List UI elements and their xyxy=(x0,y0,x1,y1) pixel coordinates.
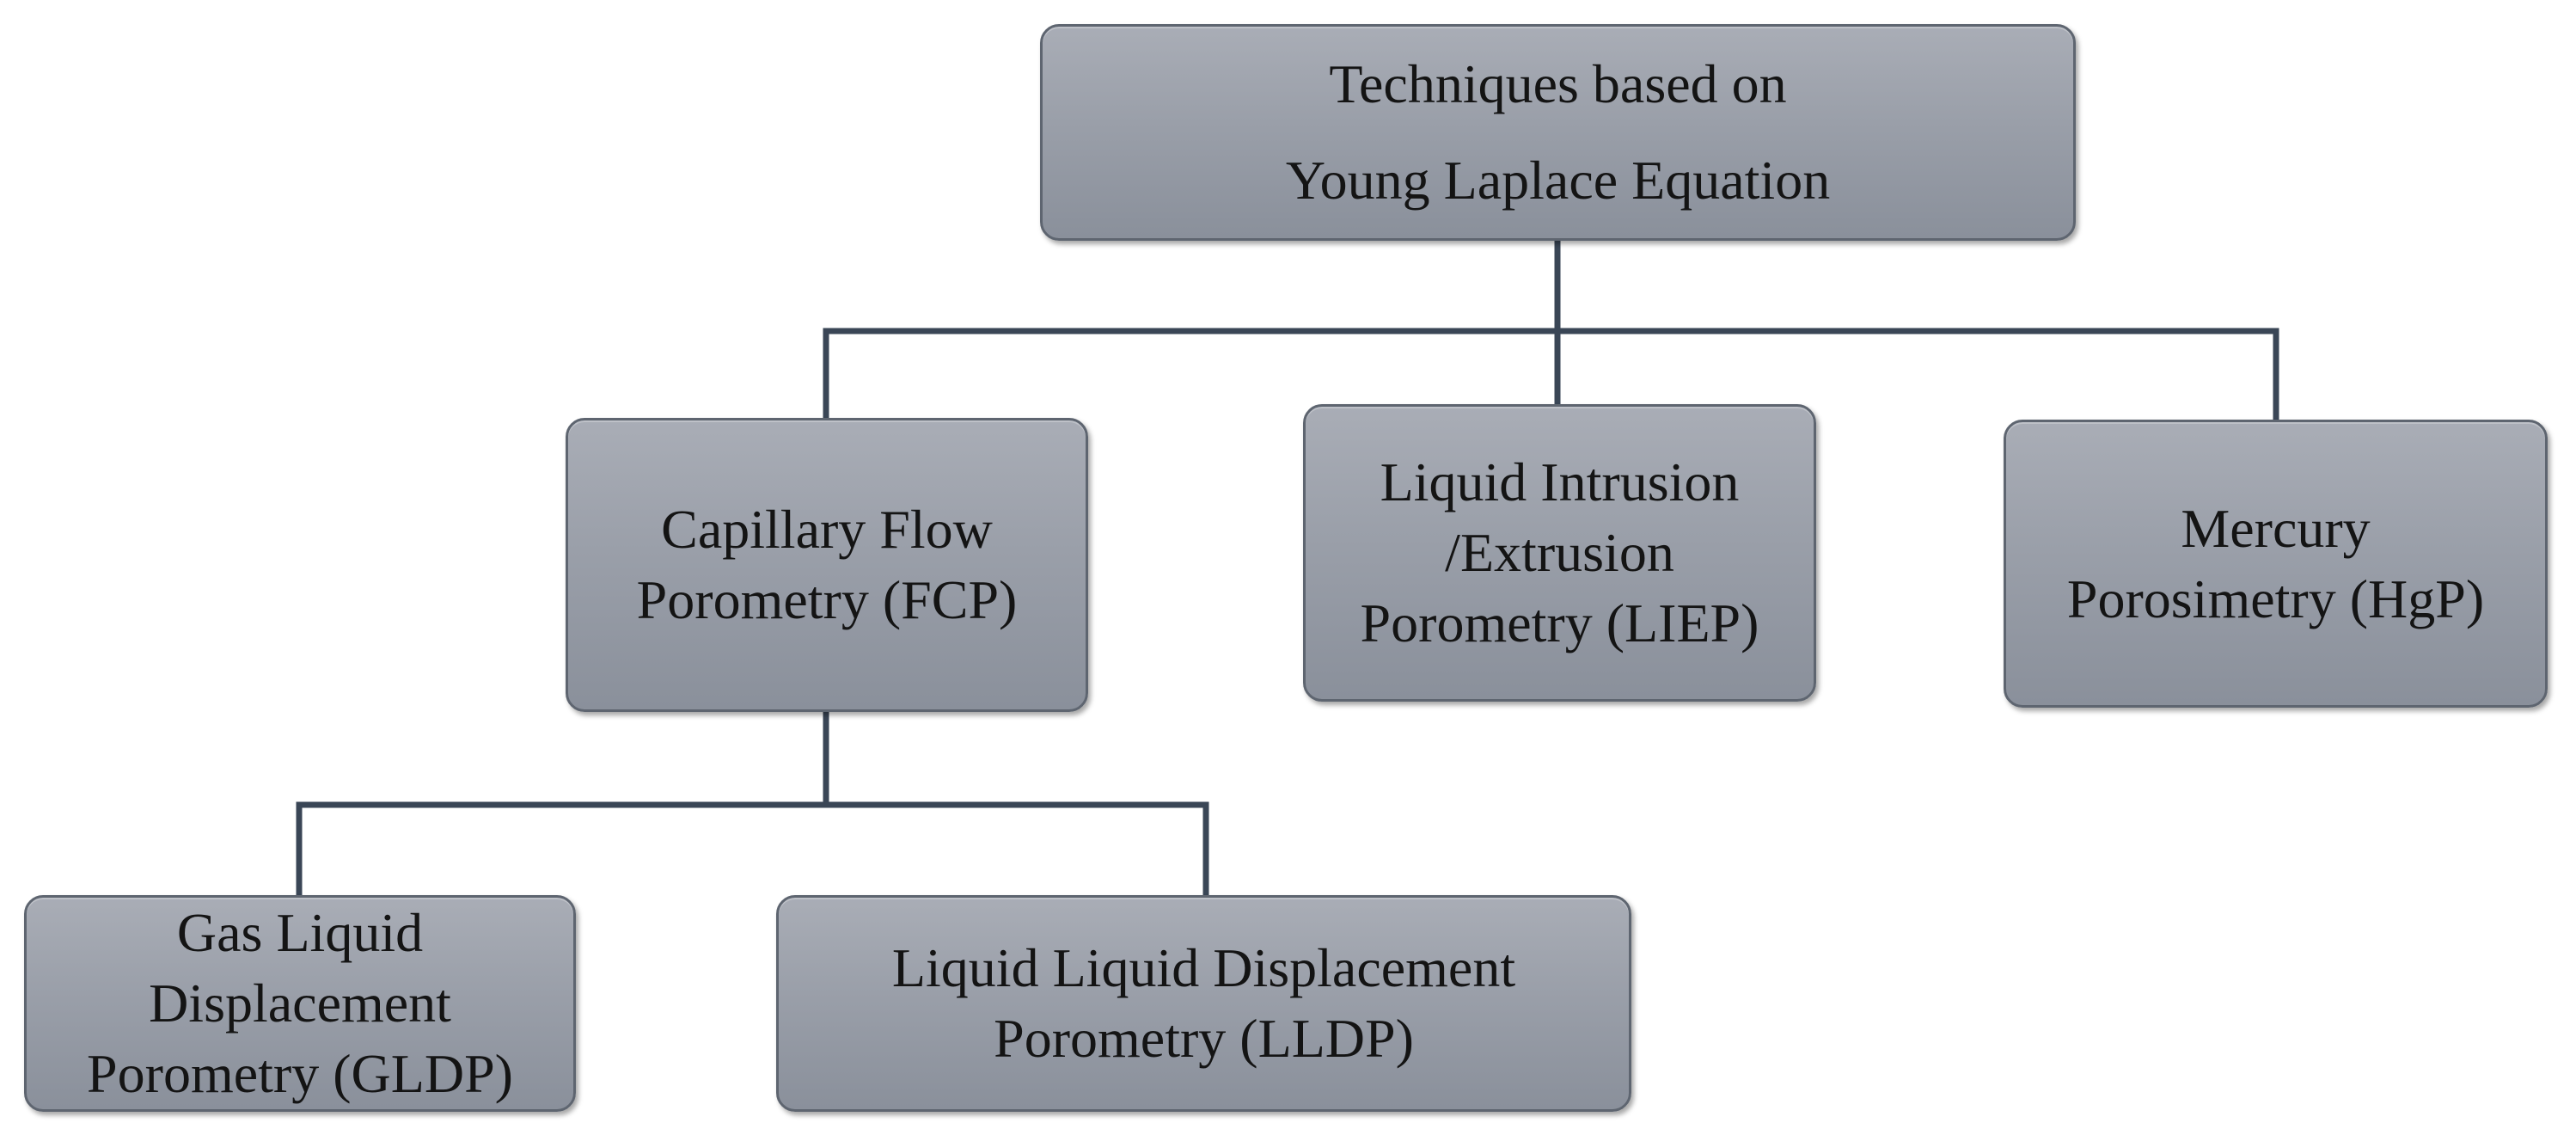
root-node-line-2: Young Laplace Equation xyxy=(1285,150,1831,211)
hgp-node-box: Mercury Porosimetry (HgP) xyxy=(2004,420,2548,708)
liep-node-line-3: Porometry (LIEP) xyxy=(1360,592,1759,653)
lldp-node-line-1: Liquid Liquid Displacement xyxy=(891,937,1516,998)
gldp-node-line-3: Porometry (GLDP) xyxy=(87,1043,513,1104)
liep-node-line-1: Liquid Intrusion xyxy=(1380,451,1740,512)
fcp-node-box: Capillary Flow Porometry (FCP) xyxy=(566,418,1088,712)
root-node-line-1: Techniques based on xyxy=(1329,53,1787,114)
fcp-node-line-1: Capillary Flow xyxy=(661,499,993,560)
liep-node-line-2: /Extrusion xyxy=(1445,522,1674,583)
hgp-node-line-1: Mercury xyxy=(2181,497,2371,559)
lldp-node-line-2: Porometry (LLDP) xyxy=(994,1008,1414,1069)
gldp-node-line-1: Gas Liquid xyxy=(176,902,424,963)
gldp-node-line-2: Displacement xyxy=(149,972,451,1034)
hgp-node-line-2: Porosimetry (HgP) xyxy=(2066,568,2485,629)
lldp-node-box: Liquid Liquid Displacement Porometry (LL… xyxy=(776,895,1631,1112)
liep-node-box: Liquid Intrusion /Extrusion Porometry (L… xyxy=(1303,404,1816,702)
root-node-box: Techniques based on Young Laplace Equati… xyxy=(1040,24,2076,241)
fcp-node-line-2: Porometry (FCP) xyxy=(636,569,1018,630)
gldp-node-box: Gas Liquid Displacement Porometry (GLDP) xyxy=(24,895,576,1112)
